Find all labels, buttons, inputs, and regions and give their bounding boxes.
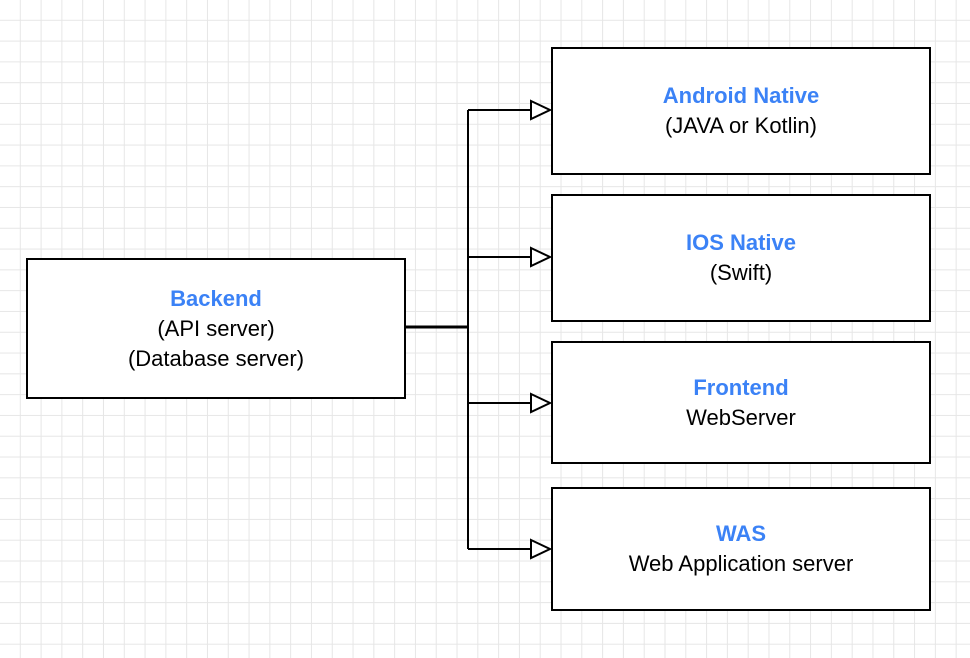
frontend-subtitle: WebServer: [686, 404, 796, 430]
frontend-node[interactable]: Frontend WebServer: [551, 341, 931, 464]
arrowhead-frontend: [530, 392, 553, 414]
android-native-node[interactable]: Android Native (JAVA or Kotlin): [551, 47, 931, 175]
android-native-title: Android Native: [662, 83, 820, 108]
backend-node[interactable]: Backend (API server) (Database server): [26, 258, 406, 399]
arrowhead-was: [530, 538, 553, 560]
backend-title: Backend: [170, 285, 262, 311]
was-subtitle: Web Application server: [628, 551, 854, 576]
ios-native-title: IOS Native: [685, 230, 797, 255]
backend-line-database: (Database server): [127, 345, 305, 371]
ios-native-subtitle: (Swift): [709, 260, 773, 285]
frontend-title: Frontend: [693, 374, 789, 400]
arrowhead-ios: [530, 246, 553, 268]
arrowhead-android: [530, 99, 553, 121]
android-native-subtitle: (JAVA or Kotlin): [664, 113, 817, 138]
ios-native-node[interactable]: IOS Native (Swift): [551, 194, 931, 322]
was-title: WAS: [715, 521, 767, 546]
backend-line-api: (API server): [157, 315, 275, 341]
was-node[interactable]: WAS Web Application server: [551, 487, 931, 611]
